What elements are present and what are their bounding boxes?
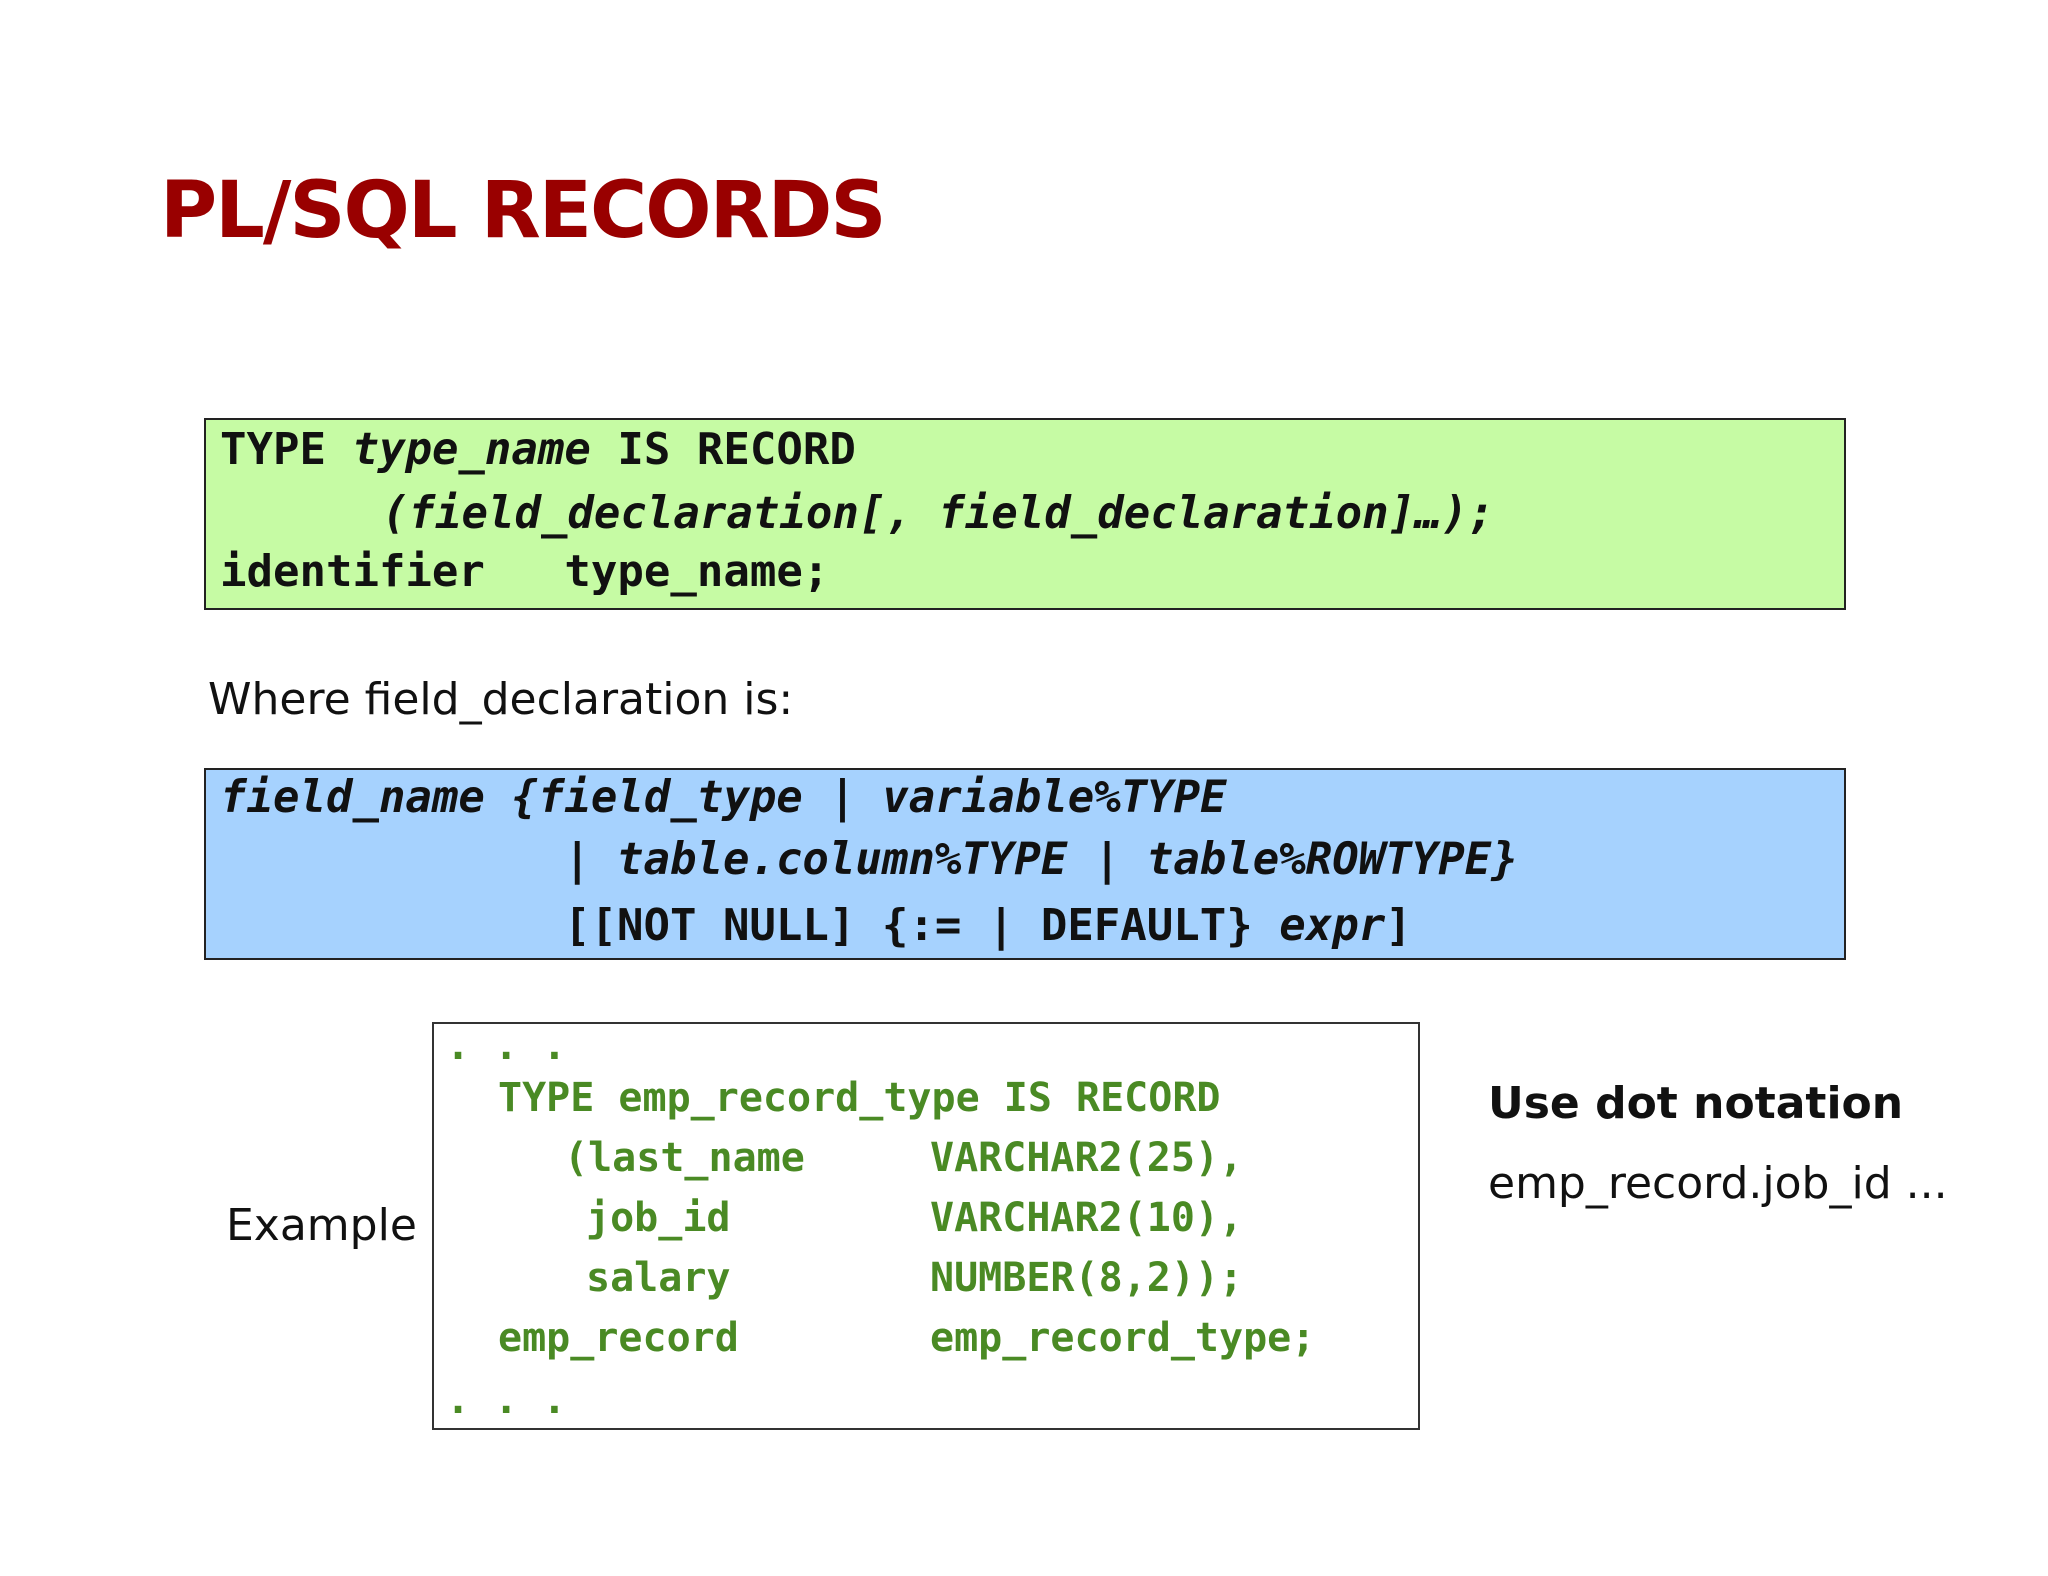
field-line-2: | table.column%TYPE | table%ROWTYPE} <box>564 838 1518 882</box>
example-field-last-name: (last_name <box>564 1135 805 1181</box>
keyword-type: TYPE <box>1120 772 1227 823</box>
example-field-job-id: job_id <box>586 1195 731 1241</box>
keyword-is-record: IS RECORD <box>617 424 856 475</box>
keyword-rowtype: ROWTYPE} <box>1305 834 1518 885</box>
field-declaration-code-block: field_name {field_type | variable%TYPE |… <box>204 768 1846 960</box>
syntax-line-2: (field_declaration[, field_declaration]…… <box>382 488 1495 539</box>
record-syntax-code-block: TYPE type_name IS RECORD (field_declarat… <box>204 418 1846 610</box>
table-column-ref: table.column% <box>617 834 962 885</box>
closing-bracket: ] <box>1385 900 1412 951</box>
record-type-name: emp_record_type <box>618 1075 980 1121</box>
pipe-separator: | <box>564 834 591 885</box>
example-type-last-name: VARCHAR2(25), <box>930 1135 1244 1181</box>
syntax-line-3: identifier type_name; <box>220 550 829 594</box>
identifier-placeholder: identifier <box>220 546 485 597</box>
example-type-salary: NUMBER(8,2)); <box>930 1255 1244 1301</box>
type-name-placeholder: type_name <box>352 424 591 475</box>
expr-placeholder: expr <box>1279 900 1386 951</box>
keyword-type: TYPE <box>498 1075 595 1121</box>
type-name-ref: type_name; <box>564 546 830 597</box>
example-var-emp-record: emp_record <box>498 1315 739 1361</box>
keyword-type: TYPE <box>961 834 1068 885</box>
example-label: Example <box>226 1200 417 1251</box>
syntax-line-1: TYPE type_name IS RECORD <box>220 428 856 472</box>
example-var-type: emp_record_type; <box>930 1315 1316 1361</box>
example-ellipsis-top: . . . <box>446 1023 567 1069</box>
pipe-separator: | <box>1067 834 1147 885</box>
dot-notation-example: emp_record.job_id ... <box>1488 1158 1948 1209</box>
table-ref: table% <box>1146 834 1306 885</box>
example-field-salary: salary <box>586 1255 731 1301</box>
field-name-placeholder: field_name <box>220 772 485 823</box>
example-code-block: . . . TYPE emp_record_type IS RECORD (la… <box>432 1022 1420 1430</box>
example-line-type: TYPE emp_record_type IS RECORD <box>498 1078 1221 1118</box>
field-type-options: {field_type | variable% <box>511 772 1121 823</box>
dot-notation-heading: Use dot notation <box>1488 1078 1904 1129</box>
where-field-declaration-text: Where field_declaration is: <box>208 674 794 725</box>
field-line-1: field_name {field_type | variable%TYPE <box>220 776 1227 820</box>
keyword-is-record: IS RECORD <box>1003 1075 1221 1121</box>
not-null-default-clause: [[NOT NULL] {:= | DEFAULT} <box>564 900 1253 951</box>
field-line-3: [[NOT NULL] {:= | DEFAULT} expr] <box>564 904 1412 948</box>
example-ellipsis-bottom: . . . <box>446 1377 567 1423</box>
slide-title: PL/SQL RECORDS <box>160 166 887 256</box>
keyword-type: TYPE <box>220 424 326 475</box>
example-type-job-id: VARCHAR2(10), <box>930 1195 1244 1241</box>
